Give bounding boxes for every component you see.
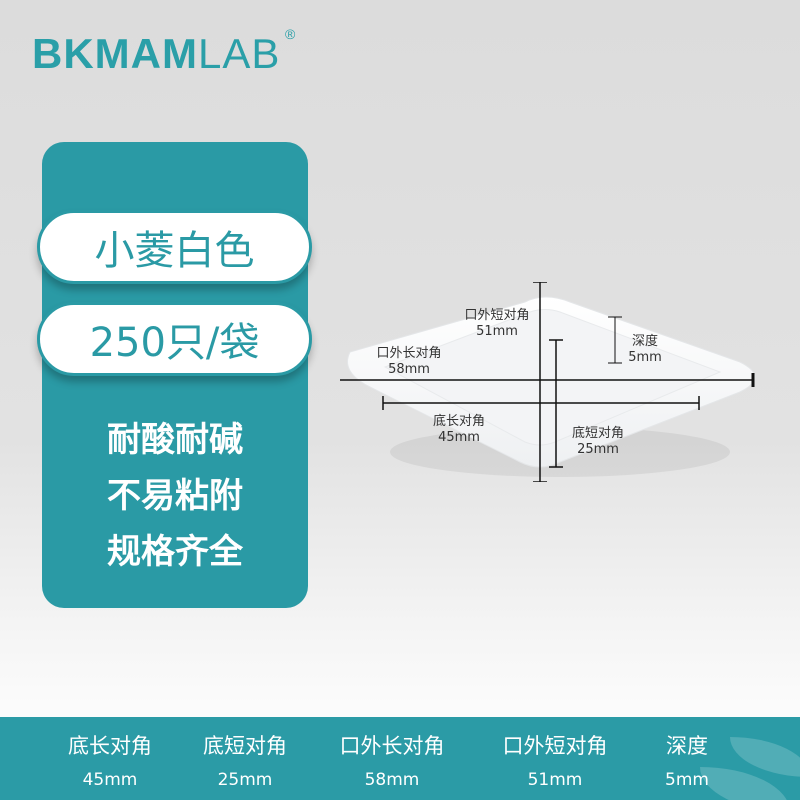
feature-item: 不易粘附 [107, 476, 243, 516]
color-badge: 小菱白色 [37, 210, 312, 284]
brand-bold: BKMAM [32, 30, 198, 77]
brand-light: LAB [197, 30, 281, 77]
registered-mark: ® [285, 26, 297, 42]
feature-item: 规格齐全 [107, 532, 243, 572]
brand-logo: BKMAMLAB® [32, 26, 295, 78]
weighing-dish-diagram [340, 282, 756, 482]
feature-list: 耐酸耐碱 不易粘附 规格齐全 [42, 412, 308, 580]
quantity-badge: 250只/袋 [37, 302, 312, 376]
feature-item: 耐酸耐碱 [107, 420, 243, 460]
